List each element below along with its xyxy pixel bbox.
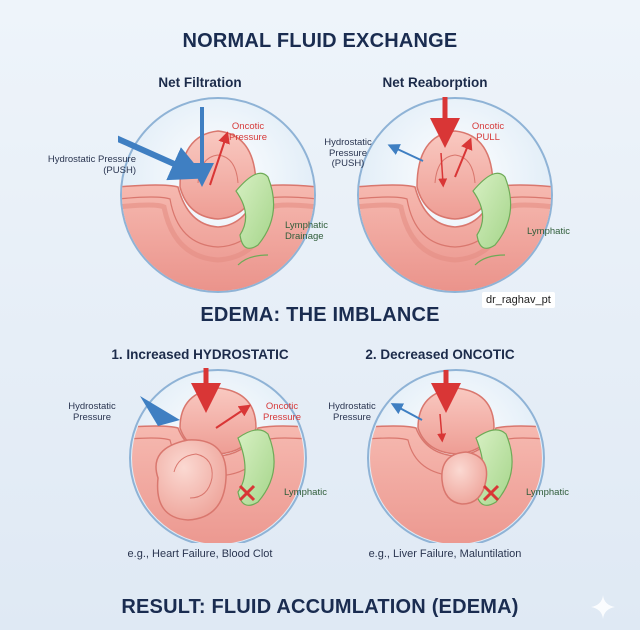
- panel2-subtitle: Net Reaborption: [382, 75, 488, 90]
- panel1-oncotic-label: Oncotic Pressure: [228, 121, 267, 143]
- panel1-subtitle: Net Filtration: [158, 75, 242, 90]
- panel3-hydrostatic-label: Hydrostatic Pressure: [68, 401, 116, 423]
- panel3-example: e.g., Heart Failure, Blood Clot: [127, 548, 273, 560]
- panel3-blocked-icon: [238, 484, 256, 502]
- panel1-hydrostatic-label: Hydrostatic Pressure (PUSH): [47, 154, 136, 176]
- panel3-lymphatic-label: Lymphatic: [284, 487, 327, 498]
- panel3-oncotic-label: Oncotic Pressure: [262, 401, 301, 423]
- panel2-oncotic-label: Oncotic PULL: [471, 121, 505, 143]
- panel2-lymphatic-label: Lymphatic: [527, 226, 570, 237]
- panel4-subtitle: 2. Decreased ONCOTIC: [365, 347, 515, 362]
- watermark: dr_raghav_pt: [482, 292, 555, 308]
- main-title: NORMAL FLUID EXCHANGE: [182, 30, 458, 52]
- panel4-example: e.g., Liver Failure, Maluntilation: [368, 548, 522, 560]
- panel4-hydrostatic-label: Hydrostatic Pressure: [328, 401, 376, 423]
- panel3-diagram: [129, 368, 307, 543]
- panel2-diagram: [357, 97, 553, 293]
- sparkle-icon: [591, 595, 615, 619]
- result-title: RESULT: FLUID ACCUMLATION (EDEMA): [121, 596, 519, 618]
- panel4-diagram: [367, 369, 545, 543]
- panel1-lymphatic-label: Lymphatic Drainage: [285, 220, 328, 242]
- panel3-subtitle: 1. Increased HYDROSTATIC: [111, 347, 289, 362]
- panel2-hydrostatic-label: Hydrostatic Pressure (PUSH): [324, 137, 372, 169]
- panel4-blocked-icon: [482, 484, 500, 502]
- panel1-diagram: [118, 97, 316, 293]
- panel4-lymphatic-label: Lymphatic: [526, 487, 569, 498]
- section-title-edema: EDEMA: THE IMBLANCE: [200, 304, 440, 326]
